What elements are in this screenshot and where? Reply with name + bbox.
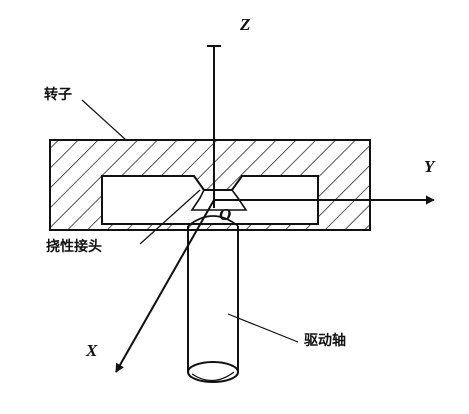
rotor-label: 转子 xyxy=(44,87,72,103)
axis-z-line xyxy=(207,45,221,208)
origin-label: O xyxy=(219,205,232,224)
leader-rotor xyxy=(81,99,127,141)
leader-drive-shaft xyxy=(227,313,299,343)
flexure-label: 挠性接头 xyxy=(46,239,102,255)
drive-shaft xyxy=(187,215,239,383)
flexure-joint xyxy=(190,175,248,211)
axis-y-label: Y xyxy=(424,157,435,176)
axis-z-label: Z xyxy=(240,15,251,34)
axis-x-arrow xyxy=(115,199,215,373)
drive-shaft-label: 驱动轴 xyxy=(304,333,346,349)
leader-flexure xyxy=(139,189,201,245)
axis-x-label: X xyxy=(86,341,98,360)
